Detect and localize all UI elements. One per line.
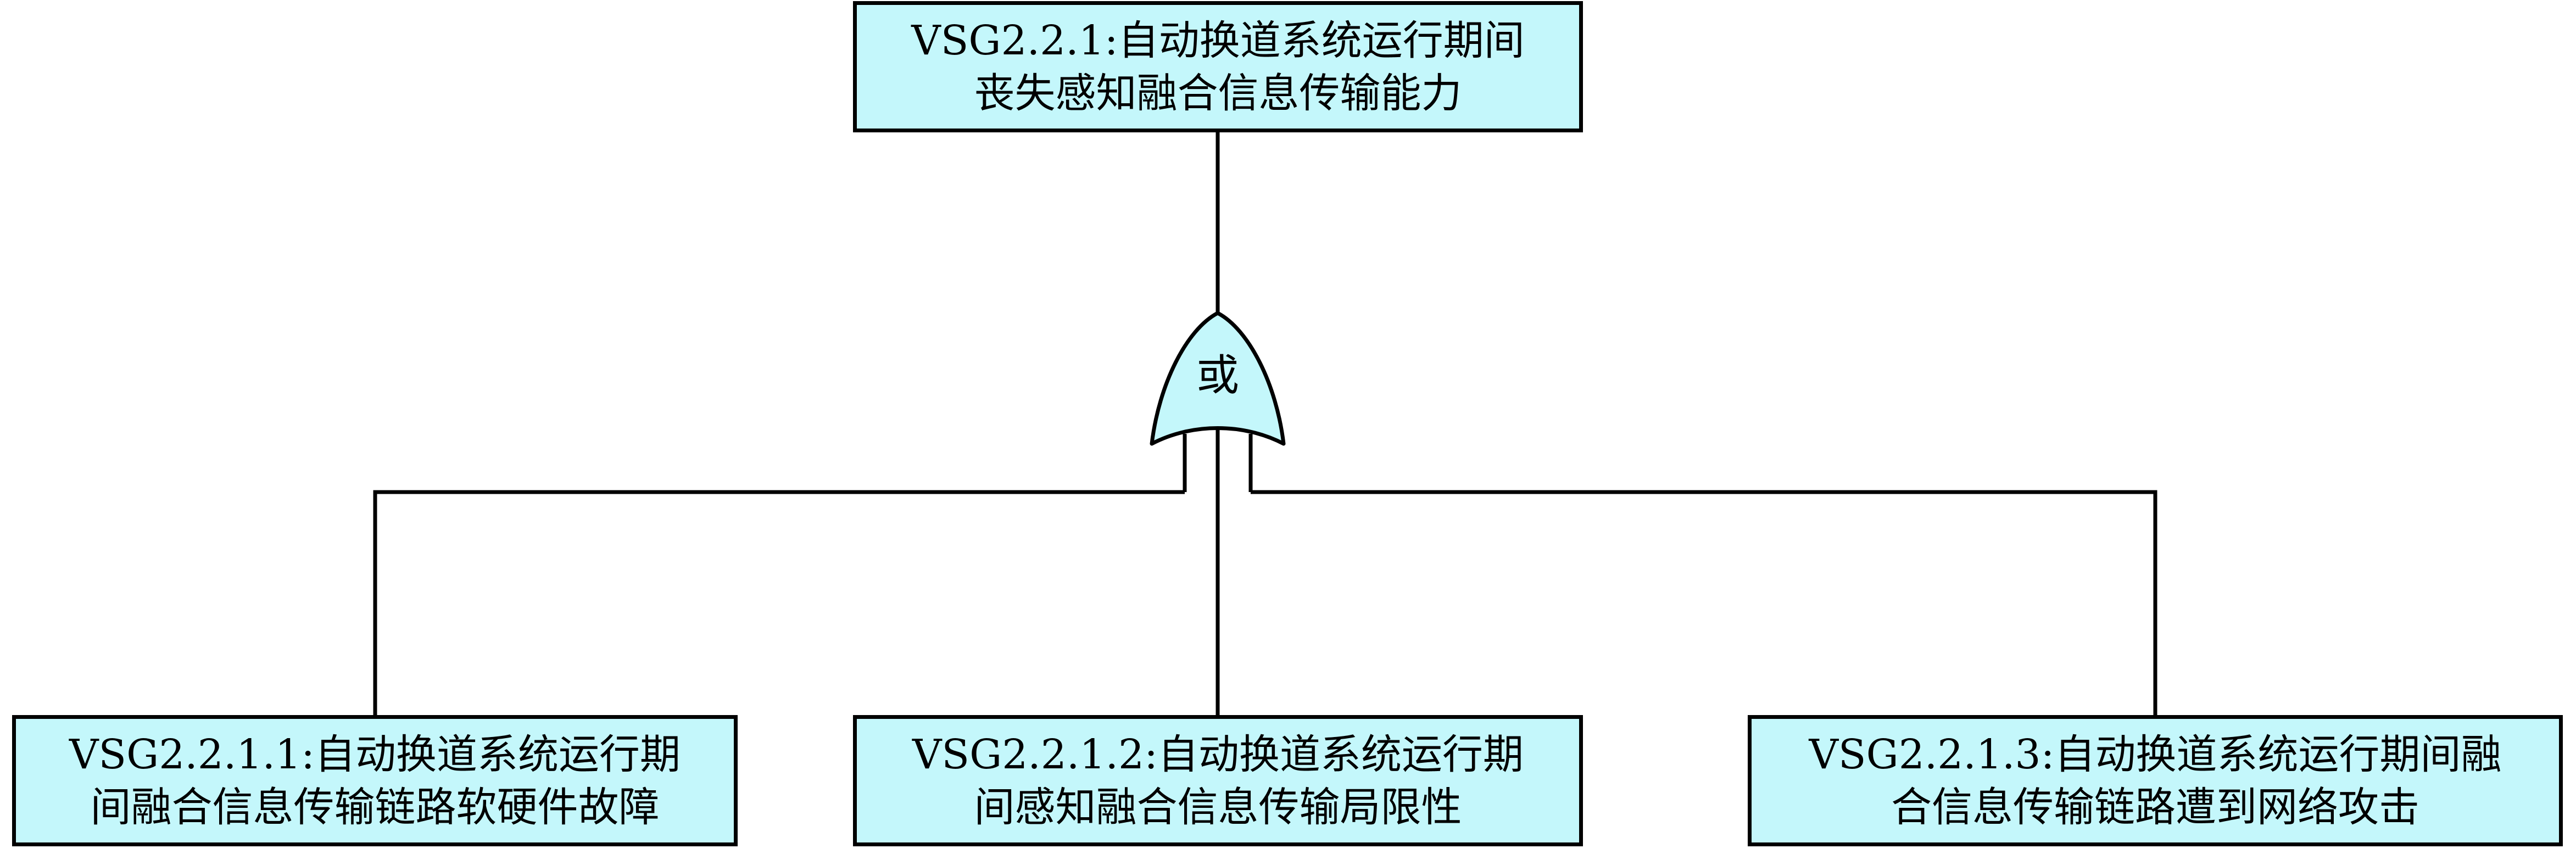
or-gate-label: 或 — [1196, 351, 1239, 400]
top-event-node[interactable]: VSG2.2.1:自动换道系统运行期间 丧失感知融合信息传输能力 — [853, 1, 1583, 132]
top-event-line-2: 丧失感知融合信息传输能力 — [974, 69, 1462, 117]
basic-event-node-3[interactable]: VSG2.2.1.3:自动换道系统运行期间融 合信息传输链路遭到网络攻击 — [1748, 715, 2563, 846]
top-event-line-1: VSG2.2.1:自动换道系统运行期间 — [911, 16, 1525, 64]
basic-event-3-line-2: 合信息传输链路遭到网络攻击 — [1891, 783, 2419, 831]
basic-event-2-line-1: VSG2.2.1.2:自动换道系统运行期 — [912, 730, 1524, 778]
or-gate-shape — [1150, 311, 1286, 446]
basic-event-2-line-2: 间感知融合信息传输局限性 — [974, 783, 1462, 831]
basic-event-1-line-2: 间融合信息传输链路软硬件故障 — [90, 783, 660, 831]
basic-event-3-line-1: VSG2.2.1.3:自动换道系统运行期间融 — [1809, 730, 2502, 778]
basic-event-1-line-1: VSG2.2.1.1:自动换道系统运行期 — [69, 730, 681, 778]
basic-event-node-2[interactable]: VSG2.2.1.2:自动换道系统运行期 间感知融合信息传输局限性 — [853, 715, 1583, 846]
connector-gate-to-event-3 — [1251, 490, 2157, 715]
basic-event-node-1[interactable]: VSG2.2.1.1:自动换道系统运行期 间融合信息传输链路软硬件故障 — [12, 715, 738, 846]
connector-gate-to-event-1 — [373, 490, 1185, 715]
